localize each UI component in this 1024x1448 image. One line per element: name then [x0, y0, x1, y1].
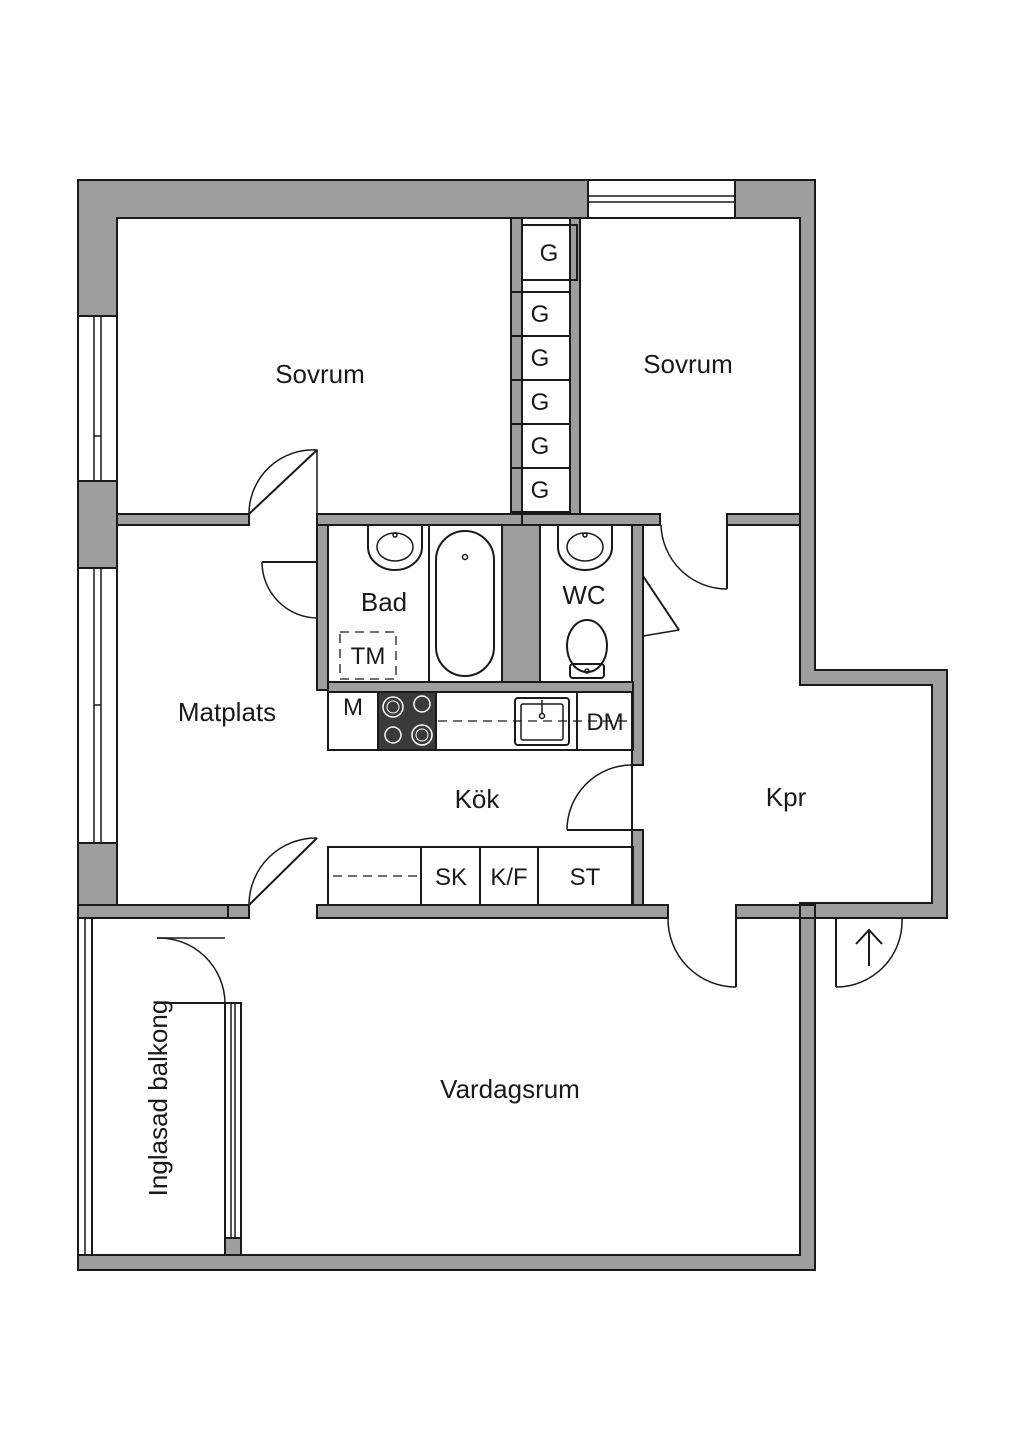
- room-label-balcony: Inglasad balkong: [143, 1000, 173, 1197]
- bath-sink: [367, 525, 423, 571]
- wall-bedroom-center-bottom: [316, 513, 523, 526]
- storage-label: ST: [570, 864, 601, 891]
- svg-text:G: G: [540, 240, 559, 267]
- door-kitchen-hall: [566, 764, 633, 831]
- bathtub: [428, 525, 495, 682]
- microwave-label: M: [343, 694, 363, 721]
- dishwasher-label: DM: [586, 709, 623, 736]
- door-bedroom-left: [248, 449, 318, 515]
- wall-bath-bottom: [327, 681, 634, 693]
- wall-bath-wc: [501, 524, 541, 691]
- room-label-bath: Bad: [361, 587, 407, 617]
- window-balcony-outer: [77, 917, 93, 1256]
- room-label-kitchen: Kök: [455, 784, 501, 814]
- svg-text:G: G: [531, 389, 550, 416]
- wc-sink: [557, 525, 613, 571]
- wall-wc-right: [631, 524, 644, 766]
- door-living-left: [248, 837, 318, 906]
- door-living-right: [667, 917, 737, 988]
- wall-bedroom-right-bottom-b: [726, 513, 801, 526]
- wall-bedroom-right-bottom-a: [521, 513, 661, 526]
- room-label-bedroom-1: Sovrum: [275, 359, 365, 389]
- arrow-up-icon: [855, 928, 883, 966]
- room-label-bedroom-2: Sovrum: [643, 349, 733, 379]
- door-wc: [642, 575, 680, 637]
- room-label-dining: Matplats: [178, 697, 276, 727]
- wall-bath-left: [316, 524, 329, 691]
- svg-text:G: G: [531, 477, 550, 504]
- washer-box: TM: [339, 631, 397, 680]
- door-bath: [261, 561, 318, 619]
- cupboard-label: SK: [435, 864, 467, 891]
- room-label-living: Vardagsrum: [440, 1074, 580, 1104]
- fridge-freezer-label: K/F: [490, 864, 527, 891]
- svg-text:G: G: [531, 433, 550, 460]
- wall-balcony-top: [77, 904, 229, 919]
- wall-upper-mid: [510, 217, 523, 519]
- room-label-wc: WC: [562, 580, 605, 610]
- door-balcony: [156, 937, 226, 1004]
- door-bedroom-right: [660, 524, 728, 590]
- wall-living-top-c: [735, 904, 801, 919]
- svg-text:TM: TM: [351, 643, 386, 670]
- window-balcony-inner: [224, 1002, 242, 1239]
- wardrobe-single: G: [521, 224, 578, 281]
- window-left-2: [77, 567, 118, 844]
- counter-lower: [327, 846, 634, 906]
- door-entrance: [835, 917, 903, 988]
- svg-text:G: G: [531, 301, 550, 328]
- wall-upper-right: [569, 217, 581, 519]
- window-top: [587, 179, 736, 219]
- toilet: [566, 619, 608, 679]
- wall-bedroom-left-bottom: [116, 513, 250, 526]
- svg-text:G: G: [531, 345, 550, 372]
- wall-entry-left: [799, 904, 816, 919]
- wall-living-top-b: [316, 904, 669, 919]
- wardrobe-stack: G G G G G: [510, 291, 571, 513]
- room-label-hall: Kpr: [766, 782, 807, 812]
- stove: [377, 691, 437, 751]
- window-left-1: [77, 315, 118, 482]
- kitchen-sink: [514, 697, 570, 746]
